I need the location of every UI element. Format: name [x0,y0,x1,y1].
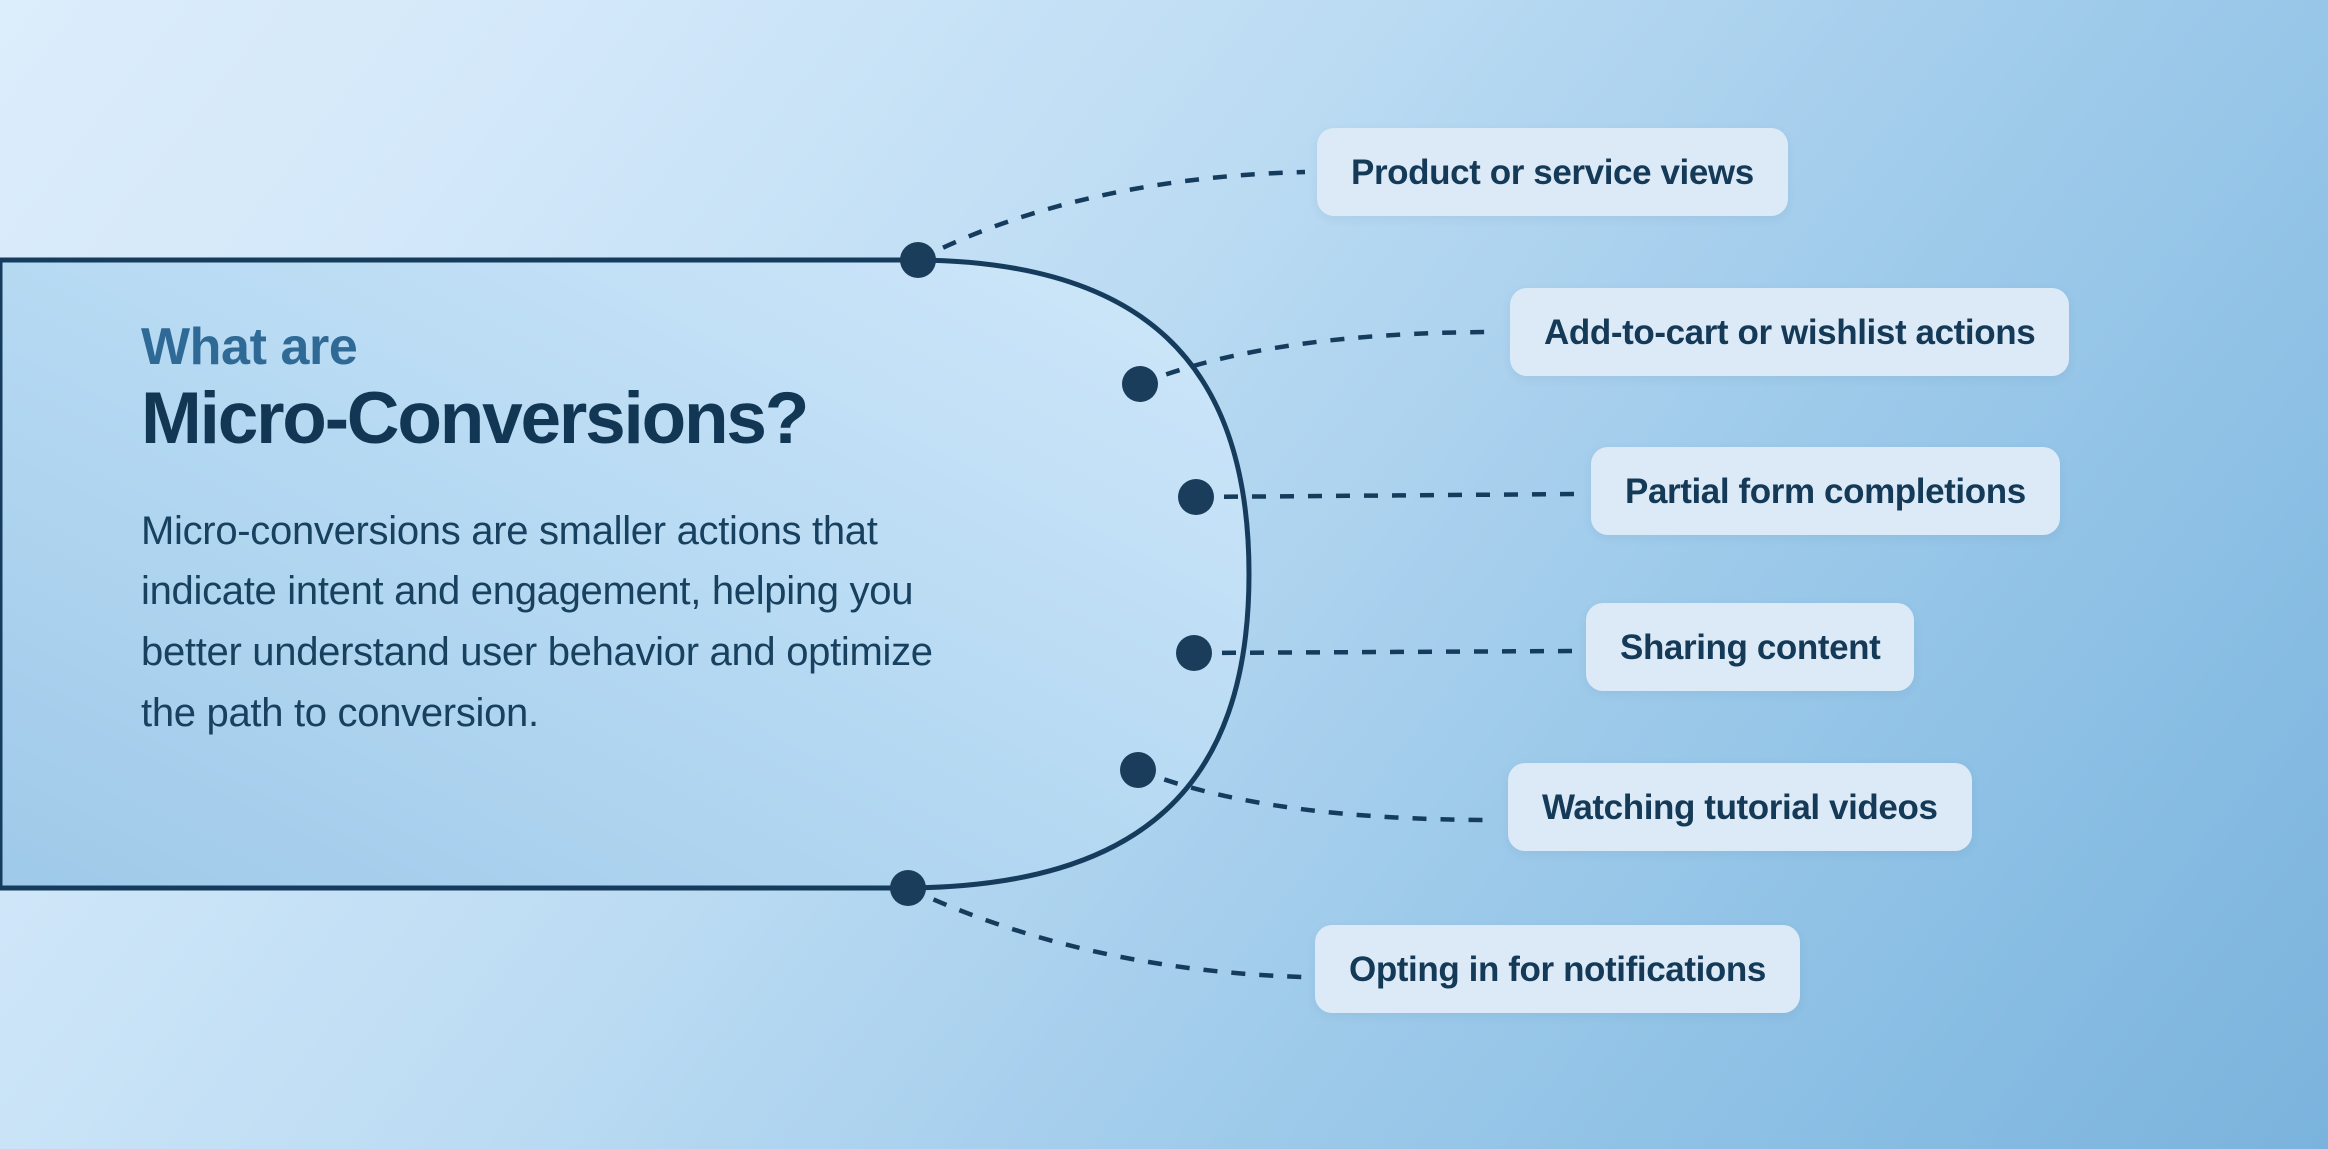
branch-pill-label: Partial form completions [1625,471,2026,511]
node-dot-icon[interactable] [1122,366,1158,402]
branch-pill-watching-tutorial-videos[interactable]: Watching tutorial videos [1508,763,1972,851]
node-dot-icon[interactable] [1178,479,1214,515]
dashed-connector-icon [916,169,1306,262]
page-title: Micro-Conversions? [141,377,809,459]
dashed-connector-icon [1195,491,1580,500]
branch-pill-opting-in-for-notifications[interactable]: Opting in for notifications [1315,925,1800,1013]
branch-pill-product-or-service-views[interactable]: Product or service views [1317,128,1788,216]
dashed-connector-icon [907,885,1304,980]
branch-pill-label: Watching tutorial videos [1542,787,1938,827]
node-dot-icon[interactable] [1176,635,1212,671]
dashed-connector-icon [1193,648,1575,656]
branch-pill-sharing-content[interactable]: Sharing content [1586,603,1915,691]
branch-pill-label: Sharing content [1620,627,1881,667]
dashed-connector-icon [1139,329,1499,387]
branch-pill-label: Add-to-cart or wishlist actions [1544,312,2036,352]
eyebrow-text: What are [141,318,358,376]
description-text: Micro-conversions are smaller actions th… [141,508,933,735]
node-dot-icon[interactable] [1120,752,1156,788]
branch-pill-label: Opting in for notifications [1349,949,1766,989]
branch-pill-add-to-cart-or-wishlist-actions[interactable]: Add-to-cart or wishlist actions [1510,288,2070,376]
branch-pill-partial-form-completions[interactable]: Partial form completions [1591,447,2060,535]
dashed-connector-icon [1137,767,1497,823]
info-panel: What are Micro-Conversions? Micro-conver… [0,262,1040,888]
branch-pill-label: Product or service views [1351,152,1754,192]
